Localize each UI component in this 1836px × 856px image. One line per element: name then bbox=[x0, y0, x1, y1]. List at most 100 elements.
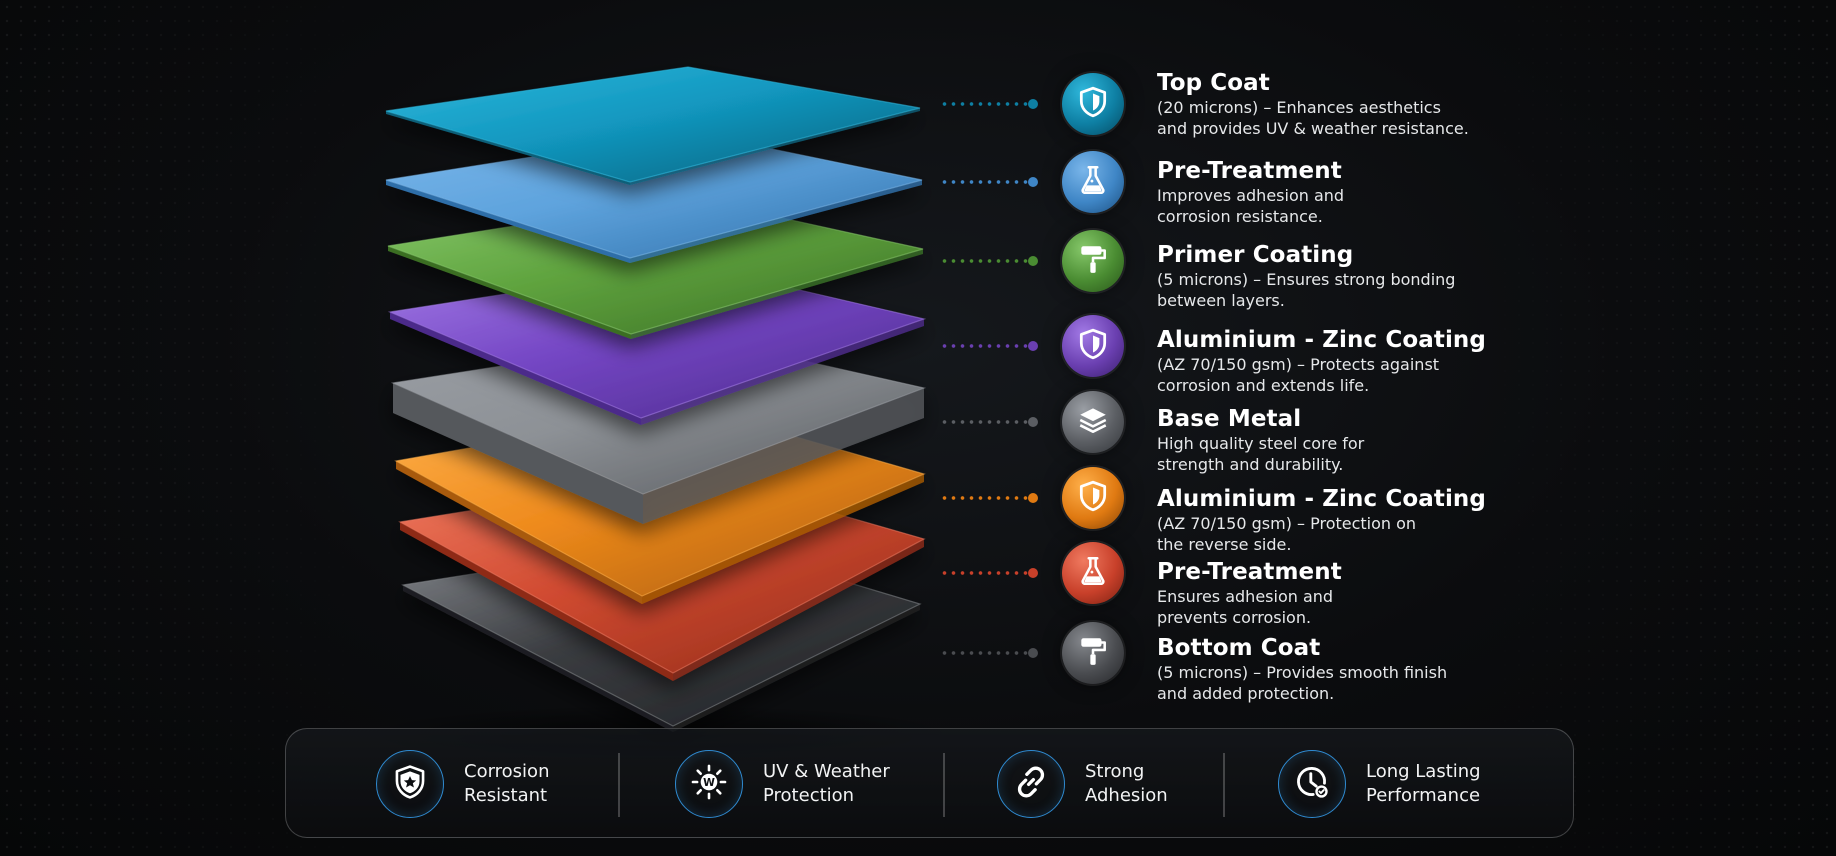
layer-icon-badge bbox=[1062, 315, 1124, 377]
layer-title: Top Coat bbox=[1157, 70, 1270, 96]
dotted-connector bbox=[940, 180, 1034, 184]
plate-left-edge bbox=[386, 180, 630, 263]
shield-icon bbox=[1076, 327, 1110, 366]
connector-dot bbox=[1028, 99, 1038, 109]
dotted-connector bbox=[940, 651, 1034, 655]
plate-left-edge bbox=[386, 111, 630, 185]
dotted-connector bbox=[940, 420, 1034, 424]
chain-link-icon bbox=[1012, 763, 1050, 806]
layer-icon-badge bbox=[1062, 467, 1124, 529]
feature-divider bbox=[943, 753, 945, 817]
layer-text: Aluminium - Zinc Coating (AZ 70/150 gsm)… bbox=[1157, 327, 1487, 396]
dotted-connector bbox=[940, 496, 1034, 500]
layer-description: Improves adhesion and corrosion resistan… bbox=[1157, 186, 1345, 226]
dotted-background-right bbox=[1456, 0, 1836, 856]
layer-plate bbox=[385, 131, 923, 263]
connector-dot bbox=[1028, 493, 1038, 503]
layer-text: Base Metal High quality steel core for s… bbox=[1157, 406, 1487, 475]
layer-description: Ensures adhesion and prevents corrosion. bbox=[1157, 587, 1334, 627]
layer-title: Aluminium - Zinc Coating bbox=[1157, 486, 1486, 512]
layer-text: Bottom Coat (5 microns) – Provides smoot… bbox=[1157, 635, 1487, 704]
feature-label: Strong Adhesion bbox=[1085, 761, 1168, 806]
layer-icon-badge bbox=[1062, 542, 1124, 604]
plate-right-edge bbox=[630, 180, 922, 263]
flask-icon bbox=[1076, 163, 1110, 202]
layer-icon-badge bbox=[1062, 230, 1124, 292]
layer-title: Pre-Treatment bbox=[1157, 559, 1342, 585]
plate-right-edge bbox=[641, 319, 924, 425]
layer-title: Bottom Coat bbox=[1157, 635, 1321, 661]
plate-left-edge bbox=[403, 585, 673, 732]
shield-icon bbox=[1076, 479, 1110, 518]
layer-plate bbox=[387, 264, 927, 425]
plate-right-edge bbox=[631, 249, 923, 339]
clock-check-icon bbox=[1293, 763, 1331, 806]
layer-icon-badge bbox=[1062, 151, 1124, 213]
layer-description: (AZ 70/150 gsm) – Protects against corro… bbox=[1157, 355, 1440, 395]
plate-right-edge bbox=[642, 474, 924, 604]
layer-plate bbox=[385, 66, 921, 185]
layer-plate bbox=[387, 197, 924, 339]
layer-text: Pre-Treatment Improves adhesion and corr… bbox=[1157, 158, 1487, 227]
paint-roller-icon bbox=[1076, 242, 1110, 281]
layer-description: High quality steel core for strength and… bbox=[1157, 434, 1365, 474]
layer-icon-badge bbox=[1062, 73, 1124, 135]
svg-text:W: W bbox=[703, 775, 715, 788]
layer-description: (20 microns) – Enhances aesthetics and p… bbox=[1157, 98, 1469, 138]
layer-description: (AZ 70/150 gsm) – Protection on the reve… bbox=[1157, 514, 1417, 554]
flask-icon bbox=[1076, 554, 1110, 593]
feature-item: Strong Adhesion bbox=[997, 749, 1168, 819]
plate-right-edge bbox=[630, 108, 920, 185]
feature-icon-ring bbox=[997, 750, 1065, 818]
shield-star-icon bbox=[391, 763, 429, 806]
connector-dot bbox=[1028, 417, 1038, 427]
feature-item: Corrosion Resistant bbox=[376, 749, 549, 819]
layer-text: Primer Coating (5 microns) – Ensures str… bbox=[1157, 242, 1487, 311]
layer-text: Top Coat (20 microns) – Enhances aesthet… bbox=[1157, 70, 1487, 139]
layer-title: Aluminium - Zinc Coating bbox=[1157, 327, 1486, 353]
connector-dot bbox=[1028, 256, 1038, 266]
feature-icon-ring bbox=[1278, 750, 1346, 818]
layer-description: (5 microns) – Provides smooth finish and… bbox=[1157, 663, 1448, 703]
paint-roller-icon bbox=[1076, 634, 1110, 673]
connector-dot bbox=[1028, 568, 1038, 578]
feature-item: Long Lasting Performance bbox=[1278, 749, 1481, 819]
plate-left-edge bbox=[393, 383, 643, 524]
connector-dot bbox=[1028, 341, 1038, 351]
layers-icon bbox=[1076, 403, 1110, 442]
layer-title: Primer Coating bbox=[1157, 242, 1354, 268]
feature-item: W UV & Weather Protection bbox=[675, 749, 890, 819]
feature-label: UV & Weather Protection bbox=[763, 761, 890, 806]
layer-text: Pre-Treatment Ensures adhesion and preve… bbox=[1157, 559, 1487, 628]
layer-text: Aluminium - Zinc Coating (AZ 70/150 gsm)… bbox=[1157, 486, 1487, 555]
plate-left-edge bbox=[396, 461, 642, 604]
connector-dot bbox=[1028, 177, 1038, 187]
features-panel: Corrosion Resistant W UV & Weather Prote… bbox=[285, 728, 1574, 838]
feature-label: Long Lasting Performance bbox=[1366, 761, 1481, 806]
sun-w-icon: W bbox=[690, 763, 728, 806]
plate-left-edge bbox=[400, 522, 673, 681]
layer-title: Base Metal bbox=[1157, 406, 1302, 432]
layer-icon-badge bbox=[1062, 622, 1124, 684]
dotted-connector bbox=[940, 102, 1034, 106]
feature-divider bbox=[618, 753, 620, 817]
feature-icon-ring: W bbox=[675, 750, 743, 818]
dotted-connector bbox=[940, 571, 1034, 575]
layer-title: Pre-Treatment bbox=[1157, 158, 1342, 184]
connector-dot bbox=[1028, 648, 1038, 658]
plate-right-edge bbox=[673, 604, 920, 732]
dotted-background-left bbox=[0, 0, 380, 856]
plate-right-edge bbox=[673, 539, 924, 681]
feature-divider bbox=[1223, 753, 1225, 817]
plate-right-edge bbox=[643, 388, 924, 524]
plate-left-edge bbox=[390, 312, 641, 425]
feature-icon-ring bbox=[376, 750, 444, 818]
shield-icon bbox=[1076, 85, 1110, 124]
feature-label: Corrosion Resistant bbox=[464, 761, 550, 806]
dotted-connector bbox=[940, 259, 1034, 263]
layer-icon-badge bbox=[1062, 391, 1124, 453]
layer-description: (5 microns) – Ensures strong bonding bet… bbox=[1157, 270, 1456, 310]
plate-top-face bbox=[385, 66, 921, 183]
plate-left-edge bbox=[388, 246, 631, 339]
